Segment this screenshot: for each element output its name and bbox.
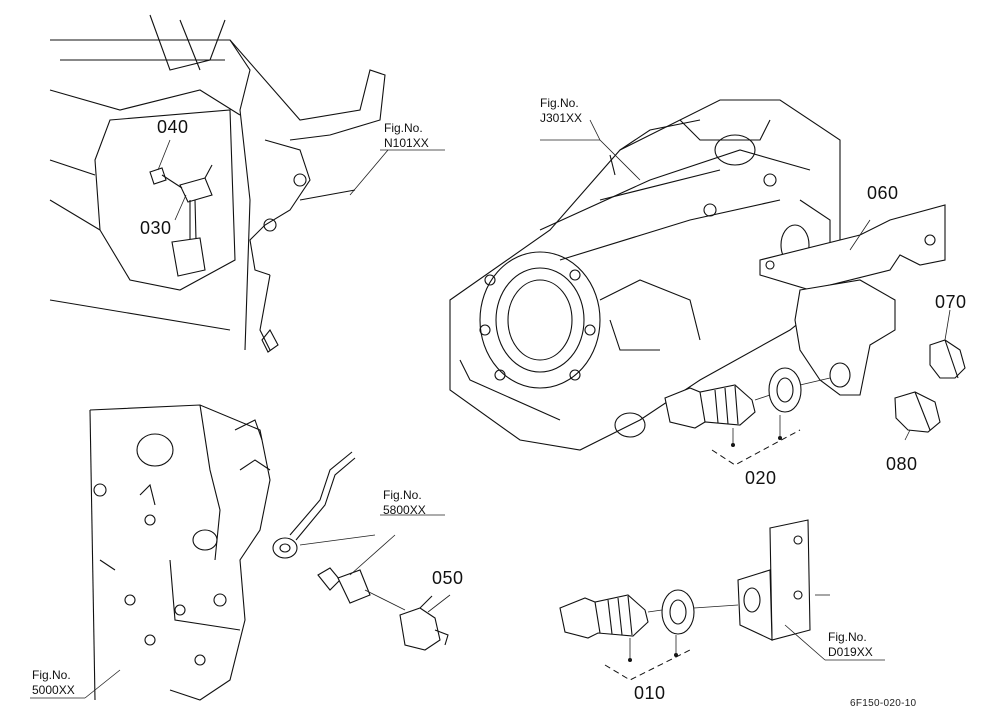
engine-block	[89, 404, 271, 701]
fig-ref-d019xx: Fig.No. D019XX	[828, 630, 873, 660]
bracket-d019	[737, 519, 830, 641]
plug-070	[929, 339, 966, 379]
part-label-040: 040	[157, 117, 189, 137]
fig-ref-n101xx-line2: N101XX	[384, 136, 429, 150]
sensor-030	[171, 164, 213, 277]
transmission-case	[449, 99, 841, 451]
switch-050	[399, 595, 449, 651]
plug-080	[894, 391, 941, 433]
fig-ref-5800xx-line1: Fig.No.	[383, 488, 422, 502]
part-label-020: 020	[745, 468, 777, 488]
oil-pipe	[272, 451, 406, 611]
sender-010	[559, 589, 739, 681]
fig-ref-d019xx-line2: D019XX	[828, 645, 873, 659]
bolt-040	[149, 167, 183, 189]
diagram-code: 6F150-020-10	[850, 698, 917, 709]
part-label-060: 060	[867, 183, 899, 203]
fig-ref-5000xx-line1: Fig.No.	[32, 668, 71, 682]
fig-ref-5000xx-line2: 5000XX	[32, 683, 75, 697]
fig-ref-j301xx: Fig.No. J301XX	[540, 96, 582, 126]
fig-ref-5800xx-line2: 5800XX	[383, 503, 426, 517]
fig-ref-5000xx: Fig.No. 5000XX	[32, 668, 75, 698]
housing-top-left	[49, 14, 386, 353]
bracket-060	[759, 204, 946, 396]
part-label-080: 080	[886, 454, 918, 474]
fig-ref-n101xx: Fig.No. N101XX	[384, 121, 429, 151]
part-label-070: 070	[935, 292, 967, 312]
fig-ref-d019xx-line1: Fig.No.	[828, 630, 867, 644]
fig-ref-j301xx-line2: J301XX	[540, 111, 583, 125]
sender-020	[664, 367, 831, 466]
part-label-030: 030	[140, 218, 172, 238]
fig-ref-n101xx-line1: Fig.No.	[384, 121, 423, 135]
part-label-010: 010	[634, 683, 666, 703]
fig-ref-5800xx: Fig.No. 5800XX	[383, 488, 426, 518]
part-label-050: 050	[432, 568, 464, 588]
fig-ref-j301xx-line1: Fig.No.	[540, 96, 579, 110]
